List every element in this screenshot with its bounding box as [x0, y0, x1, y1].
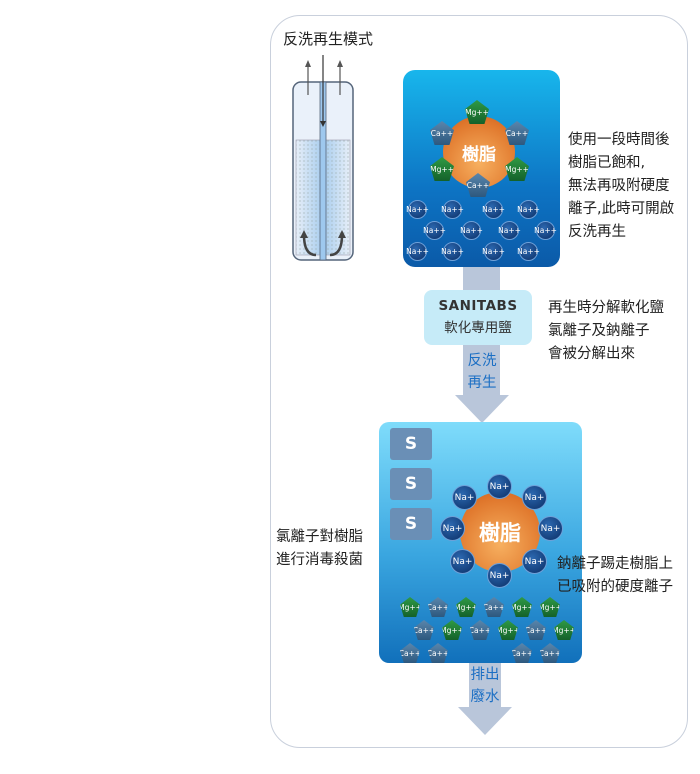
magnesium-ion-icon: Mg++	[554, 620, 574, 640]
drain-arrow-shaft	[469, 663, 501, 707]
backwash-label: 反洗 再生	[460, 350, 504, 394]
sodium-ion-icon: Na++	[517, 242, 540, 261]
sodium-ion-icon: Na++	[406, 200, 429, 219]
sodium-ion-icon: Na++	[482, 242, 505, 261]
salt-block: S	[390, 468, 432, 500]
calcium-ion-icon: Ca++	[428, 597, 448, 617]
arrow-text: 排出	[470, 667, 500, 683]
desc-line: 使用一段時間後	[568, 132, 670, 148]
salt-block: S	[390, 508, 432, 540]
magnesium-ion-icon: Mg++	[400, 597, 420, 617]
softener-tank-diagram	[292, 55, 354, 261]
desc-line: 進行消毒殺菌	[276, 552, 363, 568]
magnesium-ion-icon: Mg++	[442, 620, 462, 640]
salt-brand: SANITABS	[438, 298, 518, 314]
magnesium-ion-icon: Mg++	[540, 597, 560, 617]
sodium-ion-icon: Na++	[498, 221, 521, 240]
drain-label: 排出 廢水	[463, 664, 507, 708]
regeneration-panel	[270, 15, 688, 748]
arrow-text: 廢水	[470, 689, 500, 705]
desc-line: 氯離子及鈉離子	[548, 323, 650, 339]
desc-line: 氯離子對樹脂	[276, 529, 363, 545]
magnesium-ion-icon: Mg++	[498, 620, 518, 640]
calcium-ion-icon: Ca++	[526, 620, 546, 640]
desc-line: 會被分解出來	[548, 346, 635, 362]
salt-name: 軟化專用鹽	[444, 320, 512, 336]
calcium-ion-icon: Ca++	[428, 643, 448, 663]
sodium-ion-icon: Na+	[487, 474, 512, 499]
sodium-ion-icon: Na++	[441, 242, 464, 261]
saturation-description: 使用一段時間後 樹脂已飽和, 無法再吸附硬度 離子,此時可開啟 反洗再生	[568, 129, 674, 244]
desc-line: 反洗再生	[568, 224, 626, 240]
sodium-ion-icon: Na++	[423, 221, 446, 240]
desc-line: 離子,此時可開啟	[568, 201, 675, 217]
calcium-ion-icon: Ca++	[512, 643, 532, 663]
desc-line: 樹脂已飽和,	[568, 155, 646, 171]
calcium-ion-icon: Ca++	[414, 620, 434, 640]
connector-bar	[463, 267, 500, 292]
calcium-ion-icon: Ca++	[484, 597, 504, 617]
desc-line: 再生時分解軟化鹽	[548, 300, 664, 316]
magnesium-ion-icon: Mg++	[512, 597, 532, 617]
desc-line: 已吸附的硬度離子	[557, 579, 673, 595]
sodium-description: 鈉離子踢走樹脂上 已吸附的硬度離子	[557, 553, 673, 599]
backwash-arrow-head	[455, 395, 509, 423]
sodium-ion-icon: Na++	[482, 200, 505, 219]
backwash-arrow-shaft	[463, 345, 500, 395]
sodium-ion-icon: Na++	[534, 221, 557, 240]
sodium-ion-icon: Na++	[441, 200, 464, 219]
sodium-ion-icon: Na++	[517, 200, 540, 219]
calcium-ion-icon: Ca++	[470, 620, 490, 640]
arrow-text: 反洗	[467, 353, 497, 369]
sodium-ion-icon: Na+	[538, 516, 563, 541]
sodium-ion-icon: Na+	[522, 549, 547, 574]
sodium-ion-icon: Na+	[440, 516, 465, 541]
sodium-ion-icon: Na+	[452, 485, 477, 510]
arrow-text: 再生	[467, 375, 497, 391]
calcium-ion-icon: Ca++	[540, 643, 560, 663]
panel-title: 反洗再生模式	[283, 30, 374, 48]
sodium-ion-icon: Na+	[522, 485, 547, 510]
sodium-ion-icon: Na+	[450, 549, 475, 574]
magnesium-ion-icon: Mg++	[456, 597, 476, 617]
chloride-description: 氯離子對樹脂 進行消毒殺菌	[276, 526, 363, 572]
desc-line: 鈉離子踢走樹脂上	[557, 556, 673, 572]
salt-block: S	[390, 428, 432, 460]
calcium-ion-icon: Ca++	[400, 643, 420, 663]
desc-line: 無法再吸附硬度	[568, 178, 670, 194]
sodium-ion-icon: Na+	[487, 563, 512, 588]
sodium-ion-icon: Na++	[406, 242, 429, 261]
sodium-ion-icon: Na++	[460, 221, 483, 240]
salt-description: 再生時分解軟化鹽 氯離子及鈉離子 會被分解出來	[548, 297, 664, 366]
salt-label-box: SANITABS 軟化專用鹽	[424, 290, 532, 345]
drain-arrow-head	[458, 707, 512, 735]
